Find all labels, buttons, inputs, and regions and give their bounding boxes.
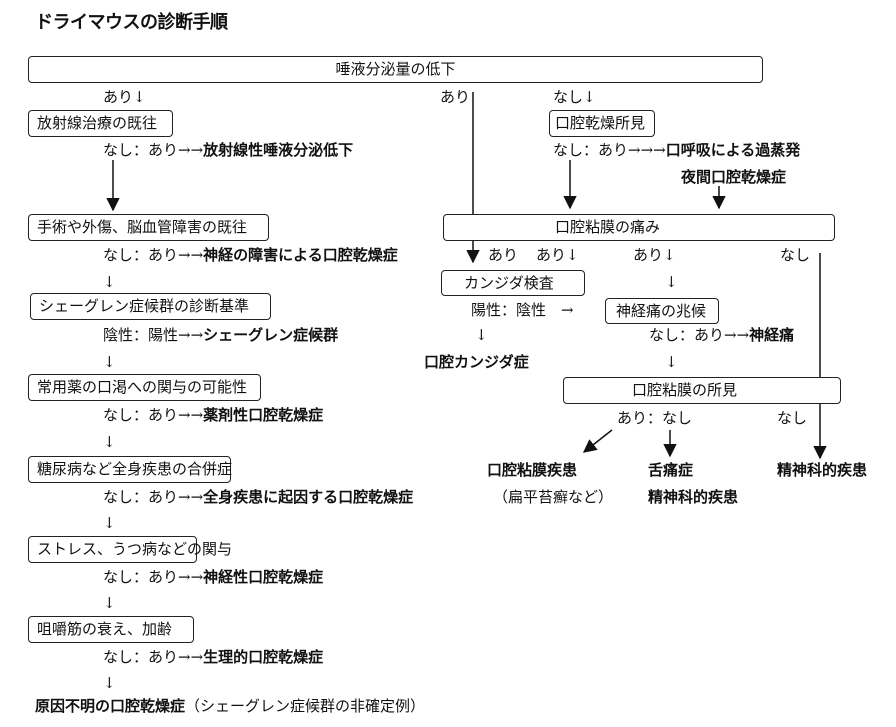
pain-ari-label: あり↓ (633, 246, 676, 264)
branch-aging: なし：あり→→生理的口腔乾燥症 (103, 648, 323, 666)
arrow-mucosa-disease (582, 429, 613, 453)
box-sjogren: シェーグレン症候群の診断基準 (30, 293, 271, 320)
result-label: 神経の障害による口腔乾燥症 (203, 246, 398, 264)
box-dry-findings: 口腔乾燥所見 (549, 110, 655, 137)
down-arrow: ↓ (103, 273, 116, 291)
box-radiation: 放射線治療の既往 (28, 110, 173, 137)
branch-label: なし：あり→→ (103, 246, 204, 264)
result-label: 神経痛 (749, 326, 795, 344)
branch-label: 陰性：陽性→→ (103, 326, 204, 344)
box-stress: ストレス、うつ病などの関与 (28, 536, 232, 563)
branch-label: なし：あり→→ (103, 568, 204, 586)
branch-label: なし：あり→→ (103, 488, 204, 506)
right-ari-label: あり (440, 88, 471, 106)
branch-mucosa: あり：なし (617, 409, 693, 427)
branch-sjogren: 陰性：陽性→→シェーグレン症候群 (103, 326, 338, 344)
branch-label: なし：あり→→ (103, 406, 204, 424)
right-nashi-label: なし↓ (553, 88, 596, 106)
result-label: 薬剤性口腔乾燥症 (203, 406, 324, 424)
box-label: 唾液分泌量の低下 (335, 60, 456, 78)
branch-surgery: なし：あり→→神経の障害による口腔乾燥症 (103, 246, 398, 264)
mucosa-nashi-label: なし (777, 409, 808, 427)
down-arrow: ↓ (103, 594, 116, 612)
box-medication: 常用薬の口渇への関与の可能性 (28, 374, 261, 401)
mucosal-disease-note: （扁平苔癬など） (493, 488, 614, 506)
branch-label: なし：あり→→ (103, 141, 204, 159)
down-arrow: ↓ (665, 273, 678, 291)
final-result: 原因不明の口腔乾燥症（シェーグレン症候群の非確定例） (35, 697, 425, 715)
page-title: ドライマウスの診断手順 (35, 12, 228, 33)
down-arrow: ↓ (103, 514, 116, 532)
box-saliva-decrease: 唾液分泌量の低下 (28, 56, 763, 83)
result-label: 口呼吸による過蒸発 (665, 141, 801, 159)
down-arrow: ↓ (103, 353, 116, 371)
pain-ari-label: あり (488, 246, 519, 264)
branch-dry: なし：あり→→→口呼吸による過蒸発 (553, 141, 800, 159)
result-label: 神経性口腔乾燥症 (203, 568, 324, 586)
branch-medication: なし：あり→→薬剤性口腔乾燥症 (103, 406, 323, 424)
box-candida-test: カンジダ検査 (441, 270, 585, 296)
down-arrow: ↓ (665, 353, 678, 371)
branch-label: なし：あり→→ (103, 648, 204, 666)
result-label: シェーグレン症候群 (203, 326, 339, 344)
branch-neuralgia: なし：あり→→神経痛 (649, 326, 794, 344)
final-result-label: 原因不明の口腔乾燥症 (35, 697, 186, 715)
down-arrow: ↓ (103, 674, 116, 692)
pain-nashi-label: なし (780, 246, 811, 264)
box-systemic: 糖尿病など全身疾患の合併症 (28, 456, 232, 483)
branch-radiation: なし：あり→→放射線性唾液分泌低下 (103, 141, 353, 159)
left-ari-label: あり↓ (103, 88, 146, 106)
result-mucosal-disease: 口腔粘膜疾患 (487, 461, 578, 479)
box-aging: 咀嚼筋の衰え、加齢 (28, 616, 194, 643)
result-glossodynia: 舌痛症 (648, 461, 694, 479)
box-mucosal-findings: 口腔粘膜の所見 (563, 377, 841, 404)
result-label: 全身疾患に起因する口腔乾燥症 (203, 488, 414, 506)
result-label: 放射線性唾液分泌低下 (203, 141, 354, 159)
box-neuralgia-signs: 神経痛の兆候 (605, 298, 719, 324)
box-surgery: 手術や外傷、脳血管障害の既往 (28, 214, 269, 241)
result-psychiatric-none: 精神科的疾患 (777, 461, 868, 479)
branch-systemic: なし：あり→→全身疾患に起因する口腔乾燥症 (103, 488, 413, 506)
result-psychiatric: 精神科的疾患 (648, 488, 739, 506)
result-label: 生理的口腔乾燥症 (203, 648, 324, 666)
result-oral-candidiasis: 口腔カンジダ症 (424, 353, 529, 371)
pain-ari-label: あり↓ (536, 246, 579, 264)
branch-label: なし：あり→→ (649, 326, 750, 344)
branch-stress: なし：あり→→神経性口腔乾燥症 (103, 568, 323, 586)
down-arrow: ↓ (475, 326, 488, 344)
box-mucosal-pain: 口腔粘膜の痛み (443, 214, 835, 241)
branch-candida: 陽性：陰性 → (471, 301, 574, 319)
final-result-note: （シェーグレン症候群の非確定例） (185, 697, 426, 715)
branch-label: なし：あり→→→ (553, 141, 666, 159)
down-arrow: ↓ (103, 433, 116, 451)
result-nocturnal-dry: 夜間口腔乾燥症 (681, 168, 787, 186)
